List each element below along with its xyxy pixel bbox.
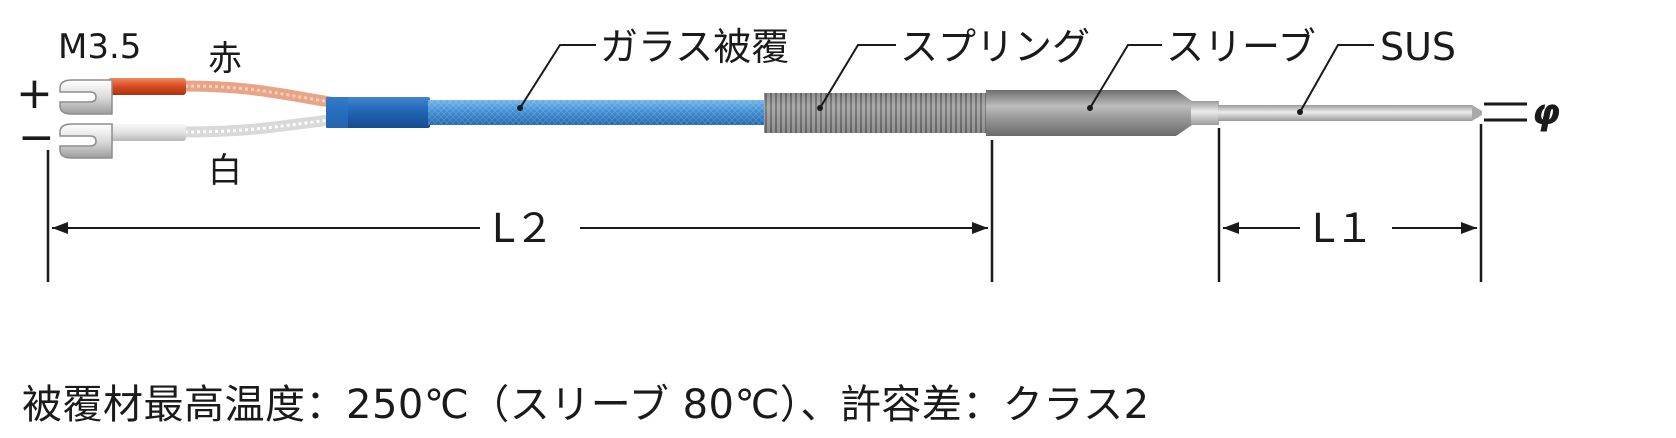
phi-label: φ xyxy=(1532,92,1560,133)
spade-terminal-minus-icon xyxy=(59,123,113,159)
spring-label: スプリング xyxy=(900,25,1090,69)
red-wire-sheath xyxy=(179,80,336,108)
leader-lines xyxy=(519,44,1374,113)
white-wire-label: 白 xyxy=(208,151,242,191)
sleeve-label: スリーブ xyxy=(1166,25,1316,69)
red-insulation-sleeve xyxy=(108,78,186,95)
glass-coating-label: ガラス被覆 xyxy=(600,25,789,69)
white-insulation-sleeve xyxy=(108,124,186,141)
terminal-size-label: M3.5 xyxy=(58,27,141,67)
sus-tube xyxy=(1218,105,1472,121)
plus-sign: + xyxy=(16,68,53,119)
sleeve-collar xyxy=(1191,101,1219,125)
white-wire-braid xyxy=(184,118,331,134)
spade-terminal-plus-icon xyxy=(59,79,113,115)
sleeve-section xyxy=(986,90,1176,136)
l2-arrow-right-icon xyxy=(972,222,988,234)
sus-label: SUS xyxy=(1380,25,1456,69)
red-wire-label: 赤 xyxy=(208,39,242,79)
blue-transition-tube xyxy=(326,97,430,128)
l1-label: L１ xyxy=(1312,206,1374,252)
extension-lines xyxy=(46,124,1483,282)
spec-footnote: 被覆材最高温度：250℃（スリーブ 80℃）、許容差：クラス2 xyxy=(22,382,1150,428)
red-wire-braid xyxy=(184,84,331,104)
l1-arrow-right-icon xyxy=(1461,222,1477,234)
l2-label: L２ xyxy=(492,206,554,252)
sleeve-taper xyxy=(1176,90,1192,136)
minus-sign: − xyxy=(18,112,55,163)
l2-arrow-left-icon xyxy=(52,222,68,234)
l1-arrow-left-icon xyxy=(1223,222,1239,234)
